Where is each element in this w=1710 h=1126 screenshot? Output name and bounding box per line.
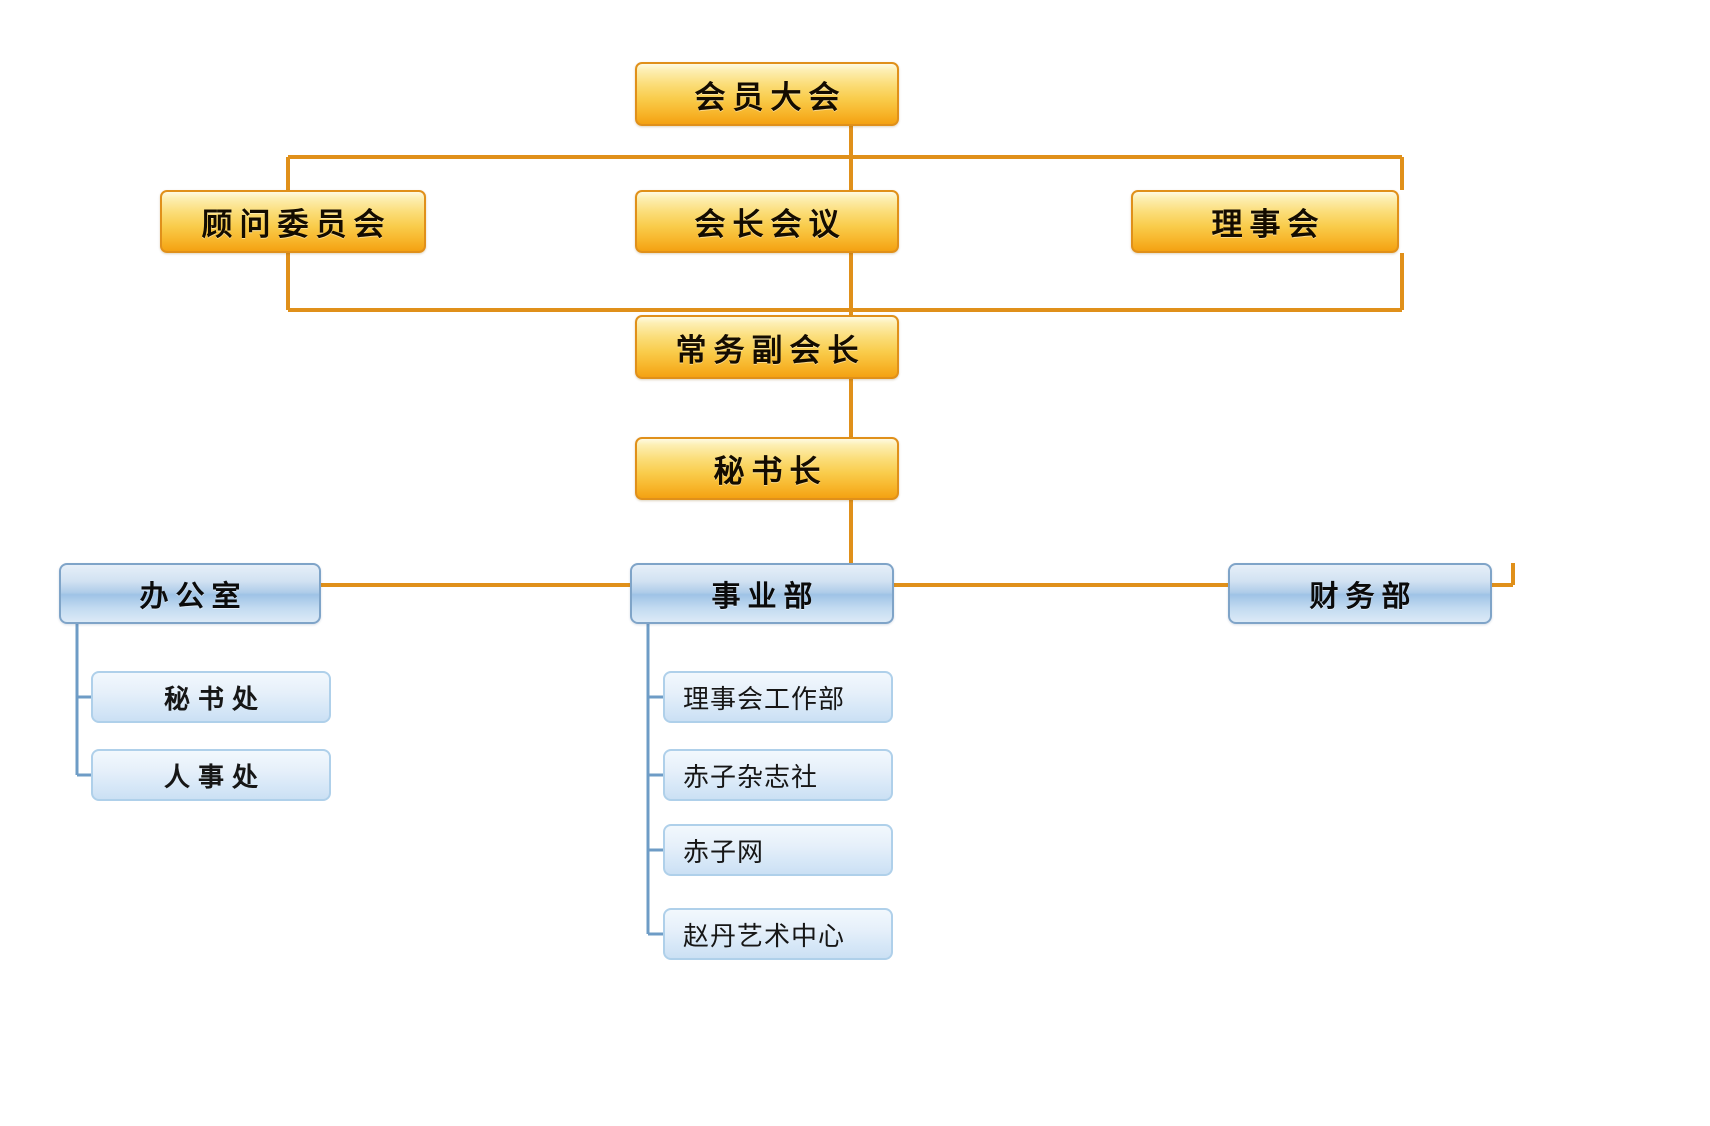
node-zhaodan-art-center[interactable]: 赵丹艺术中心 <box>663 908 893 960</box>
node-label: 赤子网 <box>683 836 765 867</box>
node-assembly[interactable]: 会员大会 <box>635 62 899 126</box>
node-personnel-office[interactable]: 人事处 <box>91 749 331 801</box>
node-advisory-committee[interactable]: 顾问委员会 <box>160 190 426 253</box>
node-label: 赤子杂志社 <box>683 761 819 792</box>
node-board-work-department[interactable]: 理事会工作部 <box>663 671 893 723</box>
node-label: 秘书处 <box>163 684 266 714</box>
node-chizi-website[interactable]: 赤子网 <box>663 824 893 876</box>
node-business-department[interactable]: 事业部 <box>630 563 894 624</box>
node-label: 人事处 <box>163 762 266 792</box>
node-chizi-magazine[interactable]: 赤子杂志社 <box>663 749 893 801</box>
node-label: 事业部 <box>711 580 820 613</box>
node-presidents-meeting[interactable]: 会长会议 <box>635 190 899 253</box>
node-label: 秘书长 <box>713 454 828 489</box>
node-label: 办公室 <box>139 580 248 613</box>
node-executive-vice-president[interactable]: 常务副会长 <box>635 315 899 379</box>
node-finance-department[interactable]: 财务部 <box>1228 563 1492 624</box>
node-label: 理事会 <box>1211 207 1326 242</box>
node-secretariat[interactable]: 秘书处 <box>91 671 331 723</box>
node-label: 会长会议 <box>694 207 847 242</box>
node-label: 财务部 <box>1309 580 1418 613</box>
node-secretary-general[interactable]: 秘书长 <box>635 437 899 500</box>
node-label: 赵丹艺术中心 <box>683 920 846 951</box>
node-label: 常务副会长 <box>675 332 866 368</box>
node-office[interactable]: 办公室 <box>59 563 321 624</box>
node-label: 会员大会 <box>694 79 847 115</box>
node-board-of-directors[interactable]: 理事会 <box>1131 190 1399 253</box>
node-label: 顾问委员会 <box>201 207 392 242</box>
node-label: 理事会工作部 <box>683 683 846 714</box>
